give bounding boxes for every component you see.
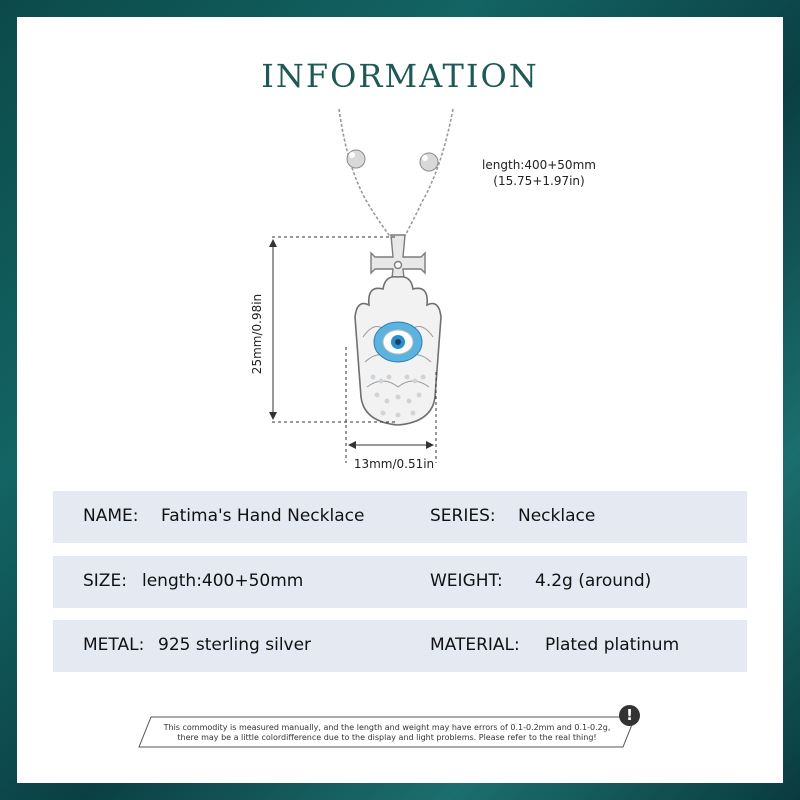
spec-value: Necklace	[518, 506, 596, 526]
spec-label: METAL:	[83, 635, 145, 655]
spec-value: 4.2g (around)	[535, 571, 652, 591]
exclamation-icon: !	[619, 705, 640, 726]
disclaimer-line-1: This commodity is measured manually, and…	[163, 723, 611, 732]
spec-label: WEIGHT:	[430, 571, 503, 591]
necklace-image	[269, 108, 454, 463]
disclaimer-line-2: there may be a little colordifference du…	[177, 733, 597, 742]
spec-value: Fatima's Hand Necklace	[161, 506, 365, 526]
height-dimension: 25mm/0.98in	[250, 293, 264, 375]
hamsa-pendant	[354, 275, 442, 426]
length-inch-text: (15.75+1.97in)	[493, 174, 585, 188]
evil-eye-icon	[373, 321, 423, 363]
spec-row-name: NAME: Fatima's Hand Necklace SERIES: Nec…	[53, 491, 747, 543]
spec-value: 925 sterling silver	[158, 635, 312, 655]
length-text: length:400+50mm	[482, 158, 596, 172]
spec-value: length:400+50mm	[142, 571, 304, 591]
spec-label: SERIES:	[430, 506, 496, 526]
chain-illustration	[338, 108, 454, 246]
spec-value: Plated platinum	[545, 635, 680, 655]
disclaimer-note: This commodity is measured manually, and…	[137, 705, 640, 748]
spec-label: SIZE:	[83, 571, 127, 591]
spec-label: NAME:	[83, 506, 139, 526]
disclaimer-text: This commodity is measured manually, and…	[137, 723, 637, 743]
spec-row-metal: METAL: 925 sterling silver MATERIAL: Pla…	[53, 620, 747, 672]
disclaimer-frame	[138, 716, 636, 748]
info-card: INFORMATION	[17, 17, 783, 783]
page-title: INFORMATION	[261, 57, 539, 95]
dimension-guides	[272, 236, 437, 463]
width-dimension: 13mm/0.51in	[353, 457, 435, 471]
spec-label: MATERIAL:	[430, 635, 520, 655]
spec-row-size: SIZE: length:400+50mm WEIGHT: 4.2g (arou…	[53, 556, 747, 608]
length-dimension: length:400+50mm (15.75+1.97in)	[469, 157, 609, 189]
